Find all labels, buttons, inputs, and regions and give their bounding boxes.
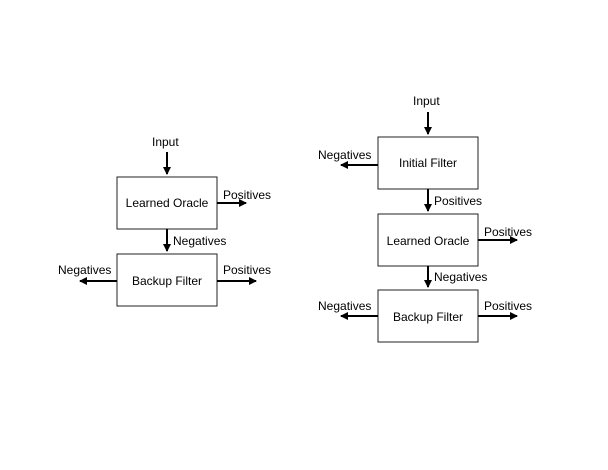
right-input-label: Input (413, 94, 440, 108)
left-backup-negatives-label: Negatives (58, 263, 111, 277)
right-backup-negatives-label: Negatives (318, 299, 371, 313)
left-backup-filter-node: Backup Filter (116, 253, 218, 307)
right-initial-filter-node: Initial Filter (377, 136, 479, 190)
right-initial-positives-label: Positives (434, 194, 482, 208)
left-backup-filter-box (116, 253, 218, 307)
right-initial-filter-box (377, 136, 479, 190)
right-oracle-positives-label: Positives (484, 225, 532, 239)
left-diagram: Input Learned Oracle Positives Negatives… (58, 135, 271, 307)
right-diagram: Input Initial Filter Negatives Positives… (318, 94, 532, 343)
right-initial-negatives-label: Negatives (318, 148, 371, 162)
left-backup-filter-label: Backup Filter (132, 274, 202, 288)
right-backup-positives-label: Positives (484, 299, 532, 313)
left-input-label: Input (152, 135, 179, 149)
right-backup-filter-label: Backup Filter (393, 310, 463, 324)
right-backup-filter-node: Backup Filter (377, 289, 479, 343)
left-backup-positives-label: Positives (223, 263, 271, 277)
right-learned-oracle-label: Learned Oracle (387, 234, 470, 248)
left-learned-oracle-node: Learned Oracle (116, 176, 218, 230)
right-learned-oracle-node: Learned Oracle (377, 213, 479, 267)
right-initial-filter-label: Initial Filter (399, 156, 457, 170)
left-learned-oracle-label: Learned Oracle (126, 196, 209, 210)
right-oracle-negatives-label: Negatives (434, 270, 487, 284)
left-oracle-positives-label: Positives (223, 188, 271, 202)
left-oracle-negatives-label: Negatives (173, 234, 226, 248)
